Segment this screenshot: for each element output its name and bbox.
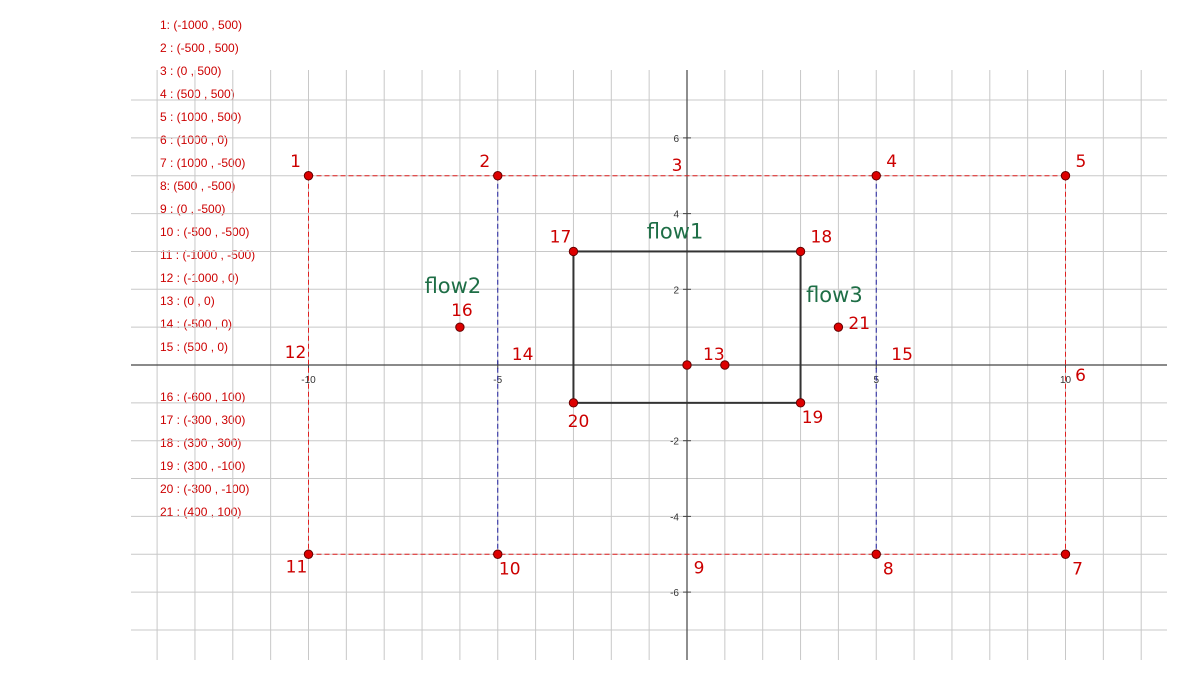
point-18 (795, 246, 806, 257)
legend-item: 2 : (-500 , 500) (160, 41, 239, 55)
legend-item: 7 : (1000 , -500) (160, 156, 246, 170)
legend-item: 6 : (1000 , 0) (160, 133, 229, 147)
point-label-9: 9 (694, 558, 705, 578)
point-label-21: 21 (848, 314, 870, 334)
point-label-6: 6 (1075, 366, 1086, 386)
legend-item: 10 : (-500 , -500) (160, 225, 250, 239)
legend-item: 1: (-1000 , 500) (160, 18, 243, 32)
point-7 (1060, 549, 1071, 559)
y-tick-label: 6 (673, 134, 679, 145)
legend-item: 3 : (0 , 500) (160, 64, 222, 78)
y-tick-label: -4 (670, 512, 679, 523)
point-19 (795, 398, 806, 408)
y-tick-label: -6 (670, 588, 679, 599)
point-10 (493, 549, 503, 559)
legend-item: 16 : (-600 , 100) (160, 390, 246, 404)
points (303, 171, 1071, 559)
point-label-3: 3 (672, 156, 683, 176)
point-label-4: 4 (886, 152, 897, 172)
flow-label-flow1: flow1 (647, 219, 704, 243)
flow-label-flow3: flow3 (806, 283, 863, 307)
point-20 (568, 398, 579, 408)
point-label-14: 14 (512, 345, 534, 365)
legend-item: 5 : (1000 , 500) (160, 110, 242, 124)
point-label-5: 5 (1076, 152, 1087, 172)
point-label-11: 11 (286, 557, 308, 577)
point-label-13: 13 (703, 345, 725, 365)
legend-item: 9 : (0 , -500) (160, 202, 226, 216)
point-11 (303, 549, 314, 559)
legend-item: 13 : (0 , 0) (160, 294, 215, 308)
point-label-12: 12 (285, 343, 307, 363)
point-label-17: 17 (550, 227, 572, 247)
legend-item: 21 : (400 , 100) (160, 505, 242, 519)
flow1-rectangle-shape (572, 250, 802, 404)
point-1 (303, 171, 314, 181)
point-label-7: 7 (1072, 559, 1083, 579)
y-tick-label: -2 (670, 437, 679, 448)
point-8 (871, 549, 881, 559)
legend-item: 15 : (500 , 0) (160, 340, 229, 354)
point-21 (833, 322, 844, 332)
legend-item: 18 : (300 , 300) (160, 436, 242, 450)
point-label-16: 16 (451, 301, 473, 321)
legend-item: 17 : (-300 , 300) (160, 413, 246, 427)
point-label-8: 8 (883, 559, 894, 579)
y-tick-label: 4 (673, 210, 679, 221)
flow1-rectangle (572, 250, 802, 404)
point-label-2: 2 (479, 152, 490, 172)
legend-item: 12 : (-1000 , 0) (160, 271, 239, 285)
point-label-18: 18 (811, 227, 833, 247)
point-label-20: 20 (568, 412, 590, 432)
flow-label-flow2: flow2 (425, 274, 482, 298)
y-tick-label: 2 (673, 285, 679, 296)
point-label-10: 10 (499, 559, 521, 579)
point-5 (1060, 171, 1071, 181)
point-extra (720, 360, 730, 370)
point-label-19: 19 (802, 408, 824, 428)
point-13 (682, 360, 692, 370)
point-2 (493, 171, 503, 181)
point-17 (568, 246, 579, 257)
legend-item: 4 : (500 , 500) (160, 87, 235, 101)
flow-labels: flow1 flow2 flow3 (425, 219, 863, 307)
point-label-15: 15 (891, 345, 913, 365)
legend-item: 8: (500 , -500) (160, 179, 236, 193)
legend-item: 20 : (-300 , -100) (160, 482, 250, 496)
boundary-lines (308, 175, 1066, 555)
legend-item: 19 : (300 , -100) (160, 459, 246, 473)
point-label-1: 1 (290, 152, 301, 172)
point-16 (455, 322, 465, 332)
point-4 (871, 171, 881, 181)
